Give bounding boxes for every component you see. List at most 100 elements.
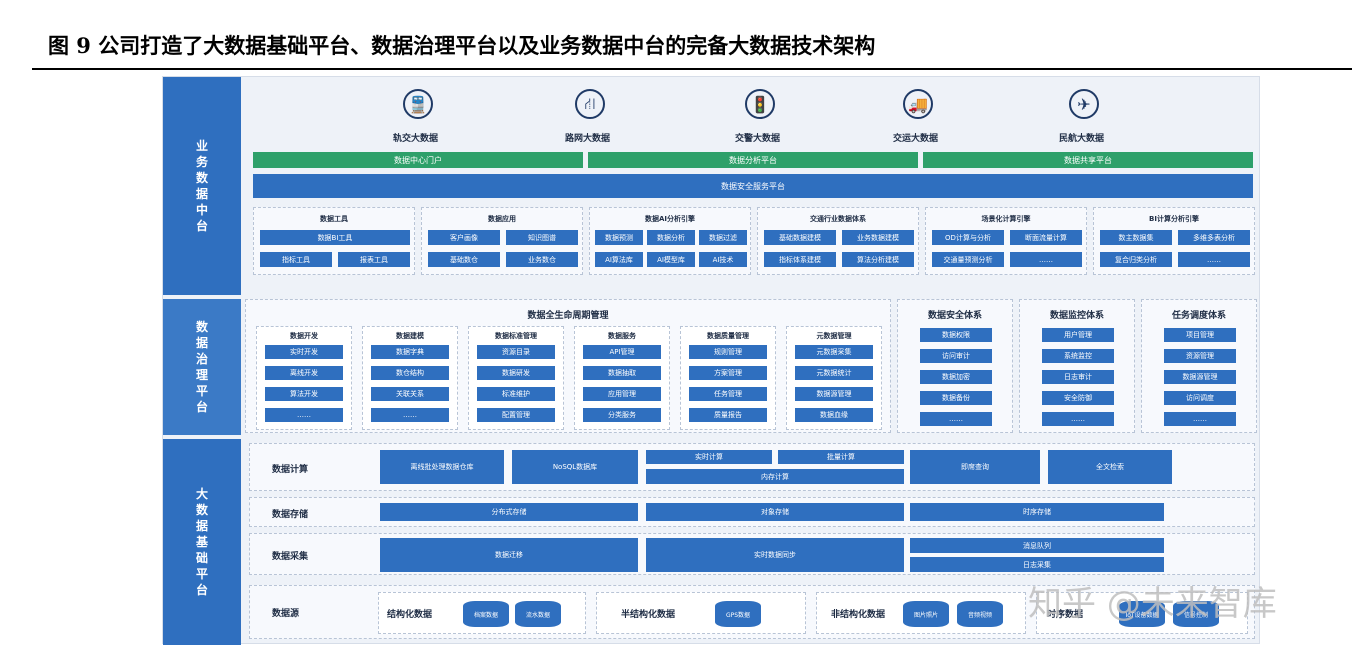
column-item: 元数据统计 [795, 366, 873, 380]
side-char: 基 [195, 535, 208, 549]
traffic-light-icon: 🚦 [745, 89, 775, 119]
figure-caption: 图 9 公司打造了大数据基础平台、数据治理平台以及业务数据中台的完备大数据技术架… [48, 33, 876, 58]
panel-item: 数主数据集 [1100, 230, 1172, 245]
side-char: 据 [195, 336, 208, 350]
data-security-service-platform: 数据安全服务平台 [253, 174, 1253, 198]
column-item: 应用管理 [583, 387, 661, 401]
data-sources-row: 数据源 结构化数据 档案数据 流水数据 半结构化数据 GPS数据 非结构化数据 … [249, 585, 1255, 639]
panel-item: 数据预测 [595, 230, 643, 245]
domain-label: 轨交大数据 [393, 134, 439, 144]
source-group-timeseries: 时序数据 IoT设备数据 信号控制 [1036, 592, 1248, 634]
column-title: 数据标准管理 [495, 332, 537, 340]
storage-item: 分布式存储 [380, 503, 638, 521]
side-char: 础 [195, 551, 208, 565]
panel-item: …… [1042, 412, 1114, 426]
column-item: 数仓结构 [371, 366, 449, 380]
panel-item: 访问调度 [1164, 391, 1236, 405]
panel-title: 数据工具 [320, 215, 348, 223]
side-char: 平 [195, 384, 208, 398]
source-group-title: 半结构化数据 [621, 610, 676, 620]
side-char: 台 [195, 219, 208, 233]
column-title: 数据服务 [608, 332, 636, 340]
panel-item: 数据过滤 [699, 230, 747, 245]
side-char: 数 [195, 503, 208, 517]
panel-title: 场景化计算引擎 [981, 215, 1031, 223]
panel-item: 指标体系建模 [764, 252, 836, 267]
panel-title: 数据AI分析引擎 [644, 215, 696, 223]
panel-item: AI算法库 [595, 252, 643, 267]
column-item: 标准维护 [477, 387, 555, 401]
panel-item: 安全防御 [1042, 391, 1114, 405]
data-storage-row: 数据存储 分布式存储 对象存储 时序存储 [249, 497, 1255, 527]
business-platform-side-label: 业 务 数 据 中 台 [163, 77, 241, 295]
column-item: 资源目录 [477, 345, 555, 359]
business-data-section: 🚆 轨交大数据 ⛙ 路网大数据 🚦 交警大数据 🚚 交运大数据 ✈ 民航大数据 … [245, 77, 1257, 295]
compute-item: 实时计算 [646, 450, 772, 464]
governance-platform-side-label: 数 据 治 理 平 台 [163, 299, 241, 435]
column-item: 数据抽取 [583, 366, 661, 380]
column-item: …… [265, 408, 343, 422]
side-char: 数 [195, 320, 208, 334]
data-applications-panel: 数据应用 客户画像 知识图谱 基础数仓 业务数仓 [421, 207, 583, 275]
data-security-system-panel: 数据安全体系 数据权限 访问审计 数据加密 数据备份 …… [897, 299, 1013, 433]
panel-title: 数据应用 [488, 215, 516, 223]
data-sharing-platform: 数据共享平台 [923, 152, 1253, 168]
panel-item: 基础数据建模 [764, 230, 836, 245]
side-char: 台 [195, 583, 208, 597]
column-item: 规则管理 [689, 345, 767, 359]
panel-item: 算法分析建模 [842, 252, 914, 267]
panel-item: 指标工具 [260, 252, 332, 267]
source-group-structured: 结构化数据 档案数据 流水数据 [378, 592, 586, 634]
data-analysis-platform: 数据分析平台 [588, 152, 918, 168]
panel-title: 数据安全体系 [927, 311, 982, 321]
panel-title: 数据监控体系 [1049, 311, 1104, 321]
domain-label: 民航大数据 [1059, 134, 1105, 144]
panel-item: 报表工具 [338, 252, 410, 267]
column-title: 元数据管理 [816, 332, 852, 340]
panel-item: 数据分析 [647, 230, 695, 245]
foundation-platform-side-label: 大 数 据 基 础 平 台 [163, 439, 241, 645]
panel-item: 资源管理 [1164, 349, 1236, 363]
data-collection-row: 数据采集 数据迁移 实时数据同步 消息队列 日志采集 [249, 533, 1255, 575]
panel-title: BI计算分析引擎 [1149, 215, 1199, 223]
collect-item: 消息队列 [910, 538, 1164, 553]
panel-item: OD计算与分析 [932, 230, 1004, 245]
data-center-portal: 数据中心门户 [253, 152, 583, 168]
ai-analysis-engine-panel: 数据AI分析引擎 数据预测 数据分析 数据过滤 AI算法库 AI模型库 AI技术 [589, 207, 751, 275]
row-label: 数据存储 [272, 510, 309, 520]
database-icon: 音频视频 [957, 601, 1003, 627]
panel-item: 数据源管理 [1164, 370, 1236, 384]
domain-label: 交警大数据 [735, 134, 781, 144]
lifecycle-column: 数据质量管理 规则管理 方案管理 任务管理 质量报告 [680, 326, 776, 430]
panel-item: 客户画像 [428, 230, 500, 245]
foundation-section: 数据计算 离线批处理数据仓库 NoSQL数据库 实时计算 批量计算 内存计算 即… [245, 439, 1257, 645]
side-char: 据 [195, 187, 208, 201]
source-group-semi-structured: 半结构化数据 GPS数据 [596, 592, 806, 634]
source-group-title: 结构化数据 [387, 610, 433, 620]
side-char: 业 [195, 139, 208, 153]
bi-compute-engine-panel: BI计算分析引擎 数主数据集 多维多表分析 复合归类分析 …… [1093, 207, 1255, 275]
panel-item: 业务数仓 [506, 252, 578, 267]
panel-item: AI模型库 [647, 252, 695, 267]
column-item: 算法开发 [265, 387, 343, 401]
column-item: 任务管理 [689, 387, 767, 401]
panel-item: …… [920, 412, 992, 426]
row-label: 数据计算 [272, 465, 309, 475]
panel-item: 多维多表分析 [1178, 230, 1250, 245]
panel-item: 复合归类分析 [1100, 252, 1172, 267]
panel-item: 交通量预测分析 [932, 252, 1004, 267]
side-char: 治 [195, 352, 208, 366]
database-icon: 流水数据 [515, 601, 561, 627]
compute-item: 即席查询 [910, 450, 1040, 484]
panel-item: 日志审计 [1042, 370, 1114, 384]
column-item: API管理 [583, 345, 661, 359]
compute-item: 离线批处理数据仓库 [380, 450, 504, 484]
panel-item: 数据加密 [920, 370, 992, 384]
data-tools-panel: 数据工具 数据BI工具 指标工具 报表工具 [253, 207, 415, 275]
domain-label: 路网大数据 [565, 134, 611, 144]
road-icon: ⛙ [575, 89, 605, 119]
lifecycle-management-panel: 数据全生命周期管理 数据开发 实时开发 离线开发 算法开发 …… 数据建模 数据… [245, 299, 891, 433]
collect-item: 数据迁移 [380, 538, 638, 572]
panel-item: …… [1178, 252, 1250, 267]
column-item: 离线开发 [265, 366, 343, 380]
